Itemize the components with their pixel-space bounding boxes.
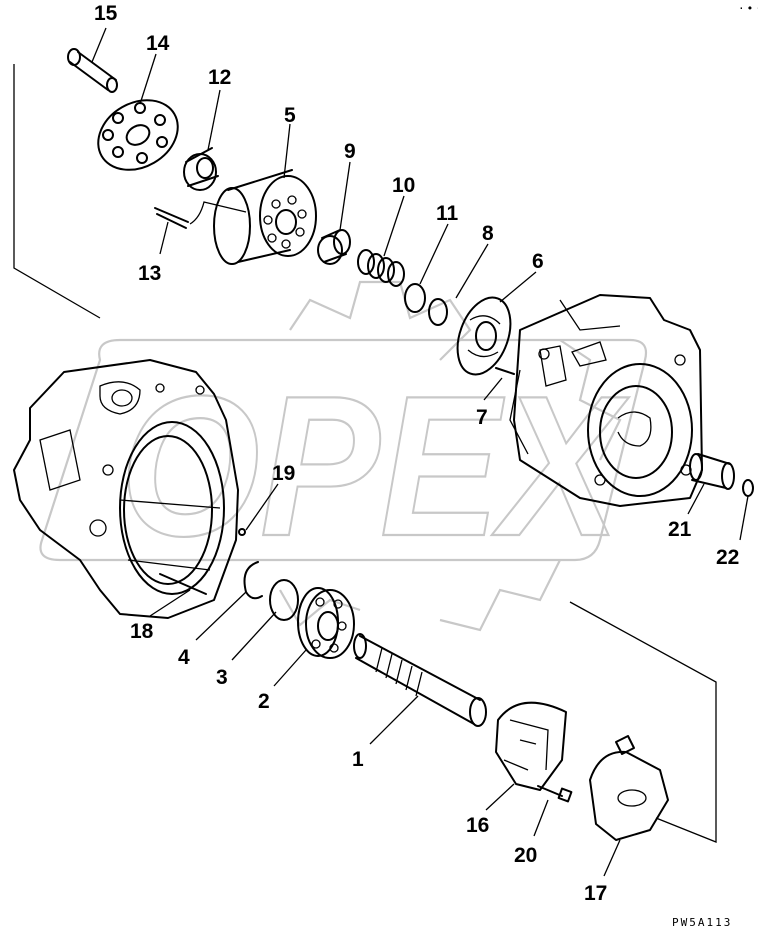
callouts: 15 14 12 5 9 10 11 8 6 13 7 19 21 22 18 … (94, 2, 739, 905)
callout-10: 10 (392, 174, 415, 197)
top-left-bracket (13, 64, 101, 319)
part-7-pin (495, 367, 515, 375)
bottom-right-bracket (569, 601, 717, 843)
part-16-swash-plate (495, 701, 567, 791)
part-5-cylinder-block (213, 169, 317, 265)
part-14-retainer-plate (97, 99, 179, 171)
part-3-ring (269, 579, 299, 621)
callout-6: 6 (532, 250, 544, 273)
callout-16: 16 (466, 814, 489, 837)
part-10-spring (357, 249, 405, 287)
callout-15: 15 (94, 2, 118, 25)
callout-19: 19 (272, 462, 295, 485)
part-19-pin (238, 528, 246, 536)
part-20-bolt (537, 785, 573, 803)
callout-2: 2 (258, 690, 270, 713)
callout-18: 18 (130, 620, 154, 643)
callout-9: 9 (344, 140, 356, 163)
part-8-ring (428, 298, 448, 326)
part-9-bushing (317, 229, 351, 265)
callout-14: 14 (146, 32, 170, 55)
part-15-pin (67, 48, 118, 93)
part-11-ring (404, 283, 426, 313)
callout-1: 1 (352, 748, 364, 771)
callout-7: 7 (476, 406, 488, 429)
callout-5: 5 (284, 104, 296, 127)
callout-22: 22 (716, 546, 739, 569)
part-2-bearing (297, 587, 355, 659)
callout-13: 13 (138, 262, 161, 285)
callout-8: 8 (482, 222, 494, 245)
part-6-valve-plate (456, 296, 512, 376)
callout-20: 20 (514, 844, 537, 867)
part-13-pin (154, 201, 247, 229)
callout-17: 17 (584, 882, 607, 905)
callout-12: 12 (208, 66, 231, 89)
part-1-shaft (353, 633, 487, 727)
callout-3: 3 (216, 666, 228, 689)
part-12-bushing (183, 147, 219, 191)
leader-lines (91, 27, 749, 877)
watermark-frame (39, 338, 648, 562)
watermark-gear (279, 280, 622, 632)
drawing-code: PW5A113 (672, 916, 732, 929)
corner-mark: ·•· (738, 2, 758, 15)
pump-case-housing (13, 359, 239, 619)
part-18-pin (159, 573, 207, 595)
callout-11: 11 (436, 202, 459, 225)
callout-21: 21 (668, 518, 692, 541)
part-21-bushing (689, 453, 735, 490)
part-17-cover (589, 735, 669, 841)
callout-4: 4 (178, 646, 190, 669)
part-22-ring (742, 479, 754, 497)
